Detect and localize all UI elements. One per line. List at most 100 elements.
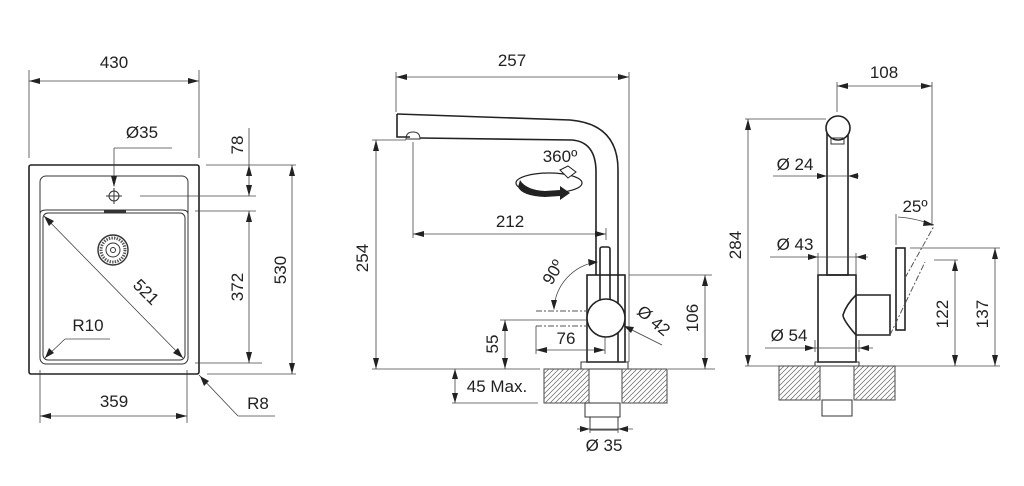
hatch-line <box>779 365 815 401</box>
dim-width-overall: 430 <box>100 53 128 72</box>
hatch-line <box>621 368 638 385</box>
hatch-line <box>879 384 896 401</box>
dim-bowl-length: 372 <box>228 273 247 301</box>
hatch-line <box>854 365 890 401</box>
hatch-line <box>814 394 821 401</box>
hatch-line <box>543 368 570 395</box>
dim-spout-reach: 212 <box>496 212 524 231</box>
hatch-line <box>889 394 896 401</box>
hatch-line <box>569 383 590 404</box>
dim-handle-diameter: Ø 42 <box>633 302 673 340</box>
hatch-line <box>574 388 590 404</box>
hatch-line <box>853 365 885 397</box>
hatch-line <box>621 368 653 400</box>
hatch-line <box>579 393 590 404</box>
hatch-line <box>543 368 550 375</box>
hatch-line <box>853 365 880 392</box>
hatch-line <box>621 368 643 390</box>
hatch-line <box>652 388 668 404</box>
countertop-section <box>778 365 896 401</box>
drain-strainer-icon <box>97 234 129 266</box>
hatch-line <box>789 369 821 401</box>
spout-outer <box>396 113 619 362</box>
hatch-line <box>869 374 896 401</box>
hatch-line <box>554 368 590 404</box>
hatch-line <box>543 368 565 390</box>
hatch-line <box>778 365 810 397</box>
hatch-line <box>809 389 821 401</box>
tap-hole-icon <box>106 188 122 204</box>
mounting-nut <box>584 402 621 418</box>
hatch-line <box>853 365 860 372</box>
dim-handle-height: 55 <box>483 335 502 354</box>
overflow-slot <box>104 210 126 213</box>
dim-total-height: 284 <box>726 231 745 259</box>
dim-corner-radius: R8 <box>247 394 269 413</box>
counter-block <box>621 368 668 404</box>
hatch-line <box>549 368 585 404</box>
shank <box>589 416 619 431</box>
dim-handle-length: 76 <box>557 329 576 348</box>
hatch-line <box>632 368 668 404</box>
hatch-line <box>804 384 821 401</box>
shank <box>821 399 853 417</box>
hatch-line <box>799 379 821 401</box>
dim-lever-height-max: 137 <box>973 300 992 328</box>
counter-block <box>543 368 590 404</box>
handle-knob <box>586 298 626 338</box>
hatch-line <box>853 365 875 387</box>
countertop-section <box>543 368 668 404</box>
dim-tap-hole-diameter: Ø35 <box>126 123 158 142</box>
hatch-line <box>864 369 896 401</box>
hatch-line <box>621 368 648 395</box>
hatch-line <box>778 365 795 382</box>
dim-lever-reach: 108 <box>870 63 898 82</box>
faucet-body <box>817 274 857 363</box>
aerator <box>830 137 845 145</box>
hatch-line <box>853 365 865 377</box>
label-rotation: 360º <box>543 147 578 166</box>
sink-deck <box>39 175 189 365</box>
hatch-line <box>627 368 663 404</box>
dim-lever-angle: 25º <box>902 197 927 216</box>
hatch-line <box>621 368 633 380</box>
dim-spout-diameter: Ø 24 <box>777 155 814 174</box>
hatch-line <box>544 368 580 404</box>
sink-top-view: 430 Ø35 78 372 530 521 R10 <box>28 53 296 423</box>
hatch-line <box>637 373 668 404</box>
dim-bowl-diagonal: 521 <box>129 275 162 308</box>
handle-lever <box>895 247 906 331</box>
hatch-line <box>559 373 590 404</box>
hatch-line <box>662 398 668 404</box>
dim-lever-angle: 90º <box>539 257 568 288</box>
dim-tap-hole-offset: 78 <box>228 136 247 155</box>
hatch-line <box>657 393 668 404</box>
hatch-line <box>853 365 870 382</box>
hatch-line <box>859 365 895 401</box>
dim-bowl-radius: R10 <box>72 316 103 335</box>
hatch-line <box>543 368 560 385</box>
faucet-side-view: 257 254 360º 212 90º 55 76 <box>353 51 715 455</box>
hatch-line <box>543 368 575 400</box>
hatch-line <box>794 374 821 401</box>
hatch-line <box>778 365 805 392</box>
lever-alt-position <box>889 225 935 336</box>
dim-base-diameter: Ø 54 <box>771 326 808 345</box>
dim-lever-height-min: 122 <box>933 300 952 328</box>
dim-length-overall: 530 <box>271 256 290 284</box>
hatch-line <box>778 365 785 372</box>
spout-top <box>825 115 851 141</box>
dim-counter-thickness: 45 Max. <box>467 377 527 396</box>
dim-shank-diameter: Ø 35 <box>586 436 623 455</box>
hatch-line <box>584 398 590 404</box>
hatch-line <box>622 368 658 404</box>
rotation-arrow-icon <box>515 165 583 200</box>
faucet-front-view: 108 284 Ø 24 Ø 43 25º Ø 54 122 <box>726 63 1000 417</box>
hatch-line <box>784 365 820 401</box>
dim-bowl-width: 359 <box>100 392 128 411</box>
hatch-line <box>874 379 896 401</box>
hatch-line <box>621 368 628 375</box>
dim-spout-height: 254 <box>353 244 372 272</box>
